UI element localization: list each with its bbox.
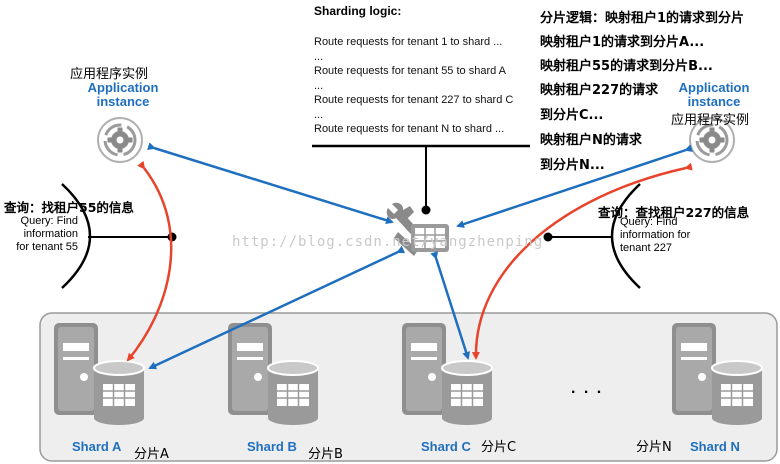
logic-row: Route requests for tenant 227 to shard C [314, 94, 514, 106]
shard-n-label: Shard N [690, 439, 740, 454]
logic-zh-line: 映射租户55的请求到分片B... [540, 59, 713, 74]
arrow-manager-to-shard-a [148, 245, 406, 370]
right-query-en: Query: Find information for tenant 227 [620, 216, 691, 254]
shard-c-zh: 分片C [481, 440, 517, 455]
right-query-zh: 查询：查找租户227的信息 [598, 205, 750, 220]
logic-zh-line: 分片逻辑：映射租户1的请求到分片 [540, 11, 745, 26]
shard-a-zh: 分片A [134, 447, 169, 462]
logic-zh-line: 到分片C... [540, 108, 604, 123]
logic-row: ... [314, 109, 324, 121]
logic-zh-line: 到分片N... [540, 158, 605, 173]
shard-n-zh: 分片N [636, 440, 672, 455]
logic-row: ... [314, 80, 324, 92]
watermark: http://blog.csdn.net/yangzhenping [232, 234, 544, 250]
left-instance-en: Application instance [87, 80, 159, 109]
logic-zh-line: 映射租户N的请求 [540, 133, 642, 148]
shard-map-manager-icon [386, 202, 449, 256]
red-arrow-left-instance-shard-a [126, 160, 173, 362]
left-app-instance-icon [96, 116, 144, 164]
logic-zh-line: 映射租户227的请求 [540, 83, 659, 98]
red-arrow-right-instance-shard-c [471, 162, 693, 360]
logic-row: Route requests for tenant 55 to shard A [314, 65, 507, 77]
logic-row: Route requests for tenant 1 to shard ... [314, 36, 503, 48]
shard-ellipsis: . . . [571, 380, 604, 397]
arrow-manager-to-shard-c [430, 251, 470, 360]
left-instance-zh: 应用程序实例 [70, 67, 149, 82]
right-instance-en: Application instance [678, 80, 750, 109]
shard-c-label: Shard C [421, 439, 471, 454]
left-query-en: Query: Find information for tenant 55 [16, 215, 78, 253]
shard-b-zh: 分片B [308, 447, 343, 462]
logic-row: Route requests for tenant N to shard ... [314, 123, 505, 135]
left-query-zh: 查询：找租户55的信息 [4, 200, 134, 215]
logic-title: Sharding logic: [314, 4, 402, 18]
logic-zh-line: 映射租户1的请求到分片A... [540, 35, 705, 50]
logic-row: ... [314, 51, 324, 63]
right-instance-zh: 应用程序实例 [671, 113, 750, 128]
arrow-left-instance-to-manager [147, 142, 394, 225]
shard-b-label: Shard B [247, 439, 297, 454]
shard-a-label: Shard A [72, 439, 122, 454]
